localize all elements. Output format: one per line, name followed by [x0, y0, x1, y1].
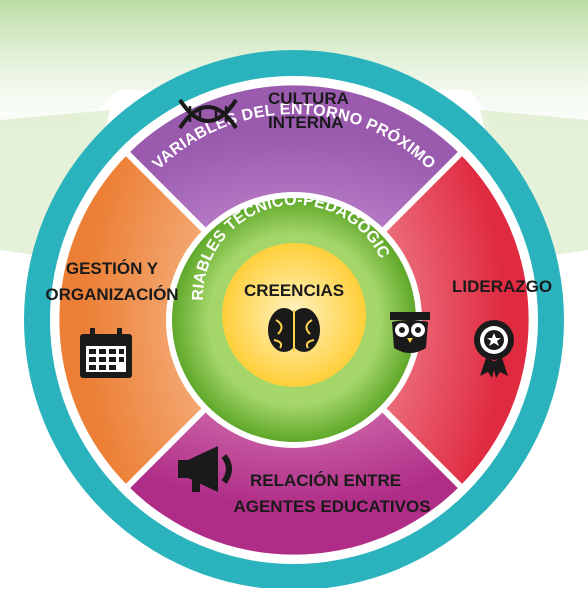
segment-bottom-label-line2: AGENTES EDUCATIVOS: [233, 497, 430, 516]
megaphone-icon: [178, 446, 232, 492]
segment-bottom-label-line1: RELACIÓN ENTRE: [250, 471, 401, 490]
award-badge-icon: [474, 320, 514, 378]
segment-left-label-line2: ORGANIZACIÓN: [45, 285, 178, 304]
center-label: CREENCIAS: [244, 281, 344, 300]
brain-icon: [268, 308, 320, 352]
segment-top-label-line1: CULTURA: [268, 89, 349, 108]
owl-icon: [390, 312, 430, 353]
background-band-left: [0, 110, 110, 260]
dna-icon: [178, 98, 238, 130]
segment-top-label-line2: INTERNA: [268, 113, 344, 132]
segment-left-label-line1: GESTIÓN Y: [66, 259, 159, 278]
calendar-icon: [80, 328, 132, 378]
segment-right-label: LIDERAZGO: [452, 277, 552, 296]
background-band-right: [480, 110, 588, 260]
